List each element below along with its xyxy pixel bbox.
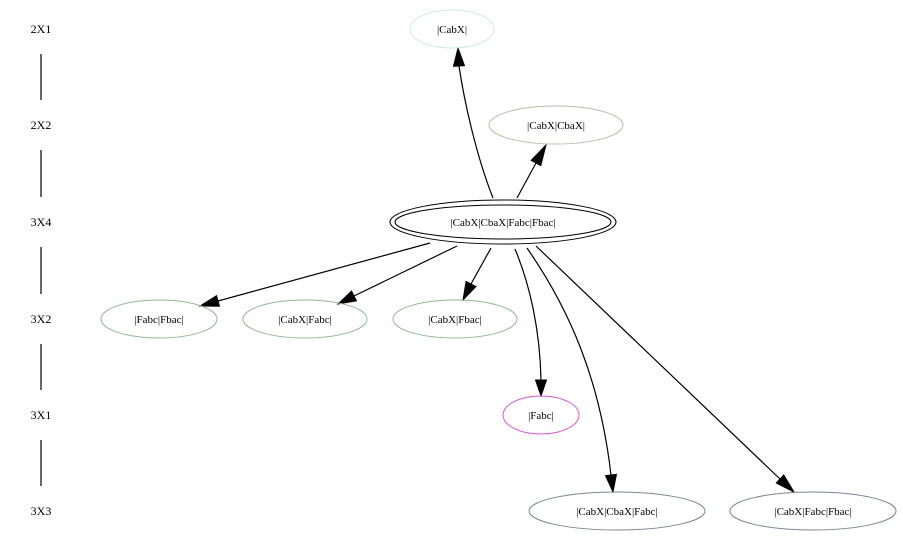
edge-n3-n4 <box>198 242 431 307</box>
node-ellipse <box>394 204 612 240</box>
rank-label-2x1: 2X1 <box>31 22 52 36</box>
node-cabx-fabc[interactable]: |CabX|Fabc| <box>242 299 368 339</box>
arrow-head <box>198 294 221 307</box>
rank-label-3x4: 3X4 <box>31 215 52 229</box>
edge-line <box>217 242 431 302</box>
edges <box>198 46 796 494</box>
node-cabx-fbac[interactable]: |CabX|Fbac| <box>392 299 518 339</box>
node-ellipse <box>528 491 706 531</box>
arrow-head <box>530 143 547 167</box>
node-ellipse <box>242 299 368 339</box>
arrow-head <box>336 290 358 305</box>
node-label: |CabX|Fabc| <box>278 314 332 326</box>
node-ellipse <box>729 491 897 531</box>
node-cabx-cbax-fabc[interactable]: |CabX|CbaX|Fabc| <box>528 491 706 531</box>
node-cabx-fabc-fbac[interactable]: |CabX|Fabc|Fbac| <box>729 491 897 531</box>
node-label: |CabX|Fbac| <box>428 314 482 326</box>
arrow-head <box>534 379 548 398</box>
node-label: |CabX|Fabc|Fbac| <box>774 506 851 518</box>
node-label: |Fabc|Fbac| <box>134 314 183 326</box>
rank-label-3x3: 3X3 <box>31 504 52 518</box>
rank-label-3x1: 3X1 <box>31 408 52 422</box>
nodes: |CabX| |CabX|CbaX| |CabX|CbaX|Fabc|Fbac| |F… <box>100 9 897 531</box>
rank-axis: 2X1 2X2 3X4 3X2 3X1 3X3 <box>31 22 52 518</box>
node-ellipse <box>409 9 495 49</box>
edge-n3-n8 <box>526 247 618 494</box>
node-label: |CabX| <box>437 24 467 36</box>
edge-n3-n7 <box>514 248 548 398</box>
rank-label-2x2: 2X2 <box>31 118 52 132</box>
node-label: |Fabc| <box>528 410 554 422</box>
node-ellipse <box>502 395 580 435</box>
edge-n3-n2 <box>516 143 547 199</box>
rank-label-3x2: 3X2 <box>31 312 52 326</box>
edge-n3-n1 <box>452 46 494 199</box>
node-cabx[interactable]: |CabX| <box>409 9 495 49</box>
edge-line <box>514 248 542 381</box>
edge-line <box>458 65 494 199</box>
node-label: |CabX|CbaX|Fabc|Fbac| <box>450 217 555 229</box>
edge-line <box>516 162 537 199</box>
edge-line <box>470 247 492 285</box>
node-label: |CabX|CbaX| <box>527 120 585 132</box>
node-outer-ellipse <box>389 199 617 245</box>
edge-line <box>535 245 781 480</box>
arrow-head <box>462 280 477 302</box>
edge-n3-n9 <box>535 245 796 494</box>
edge-n3-n6 <box>462 247 492 302</box>
node-fabc-fbac[interactable]: |Fabc|Fbac| <box>100 299 218 339</box>
node-ellipse <box>100 299 218 339</box>
node-cabx-cbax-fabc-fbac[interactable]: |CabX|CbaX|Fabc|Fbac| <box>389 199 617 245</box>
edge-line <box>526 247 612 476</box>
arrow-head <box>604 473 618 494</box>
arrow-head <box>775 474 796 494</box>
edge-n3-n5 <box>336 245 458 305</box>
node-ellipse <box>488 105 624 145</box>
arrow-head <box>452 46 466 67</box>
node-ellipse <box>392 299 518 339</box>
edge-line <box>353 245 458 297</box>
node-cabx-cbax[interactable]: |CabX|CbaX| <box>488 105 624 145</box>
node-fabc[interactable]: |Fabc| <box>502 395 580 435</box>
node-label: |CabX|CbaX|Fabc| <box>576 506 658 518</box>
